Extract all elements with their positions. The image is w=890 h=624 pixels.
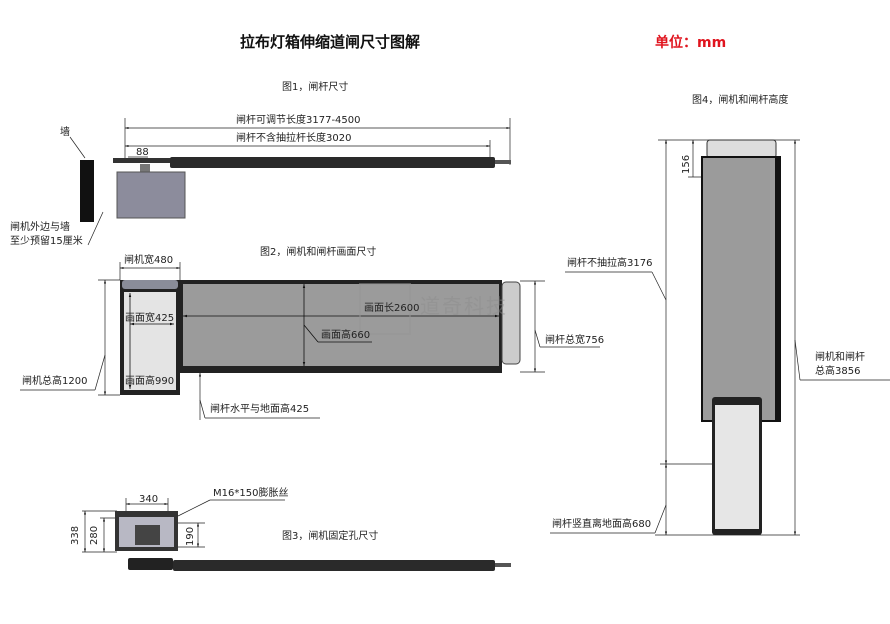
fig3-caption: 图3，闸机固定孔尺寸: [282, 531, 379, 542]
pole: [170, 157, 495, 168]
fig1-clearance-2: 至少预留15厘米: [10, 236, 83, 247]
brush-end: [501, 281, 521, 365]
fig4-total-2: 总高3856: [815, 366, 861, 377]
fig2-screen-height: 画面高990: [125, 376, 175, 387]
watermark: 道奇科技: [420, 294, 508, 318]
pole-tip: [495, 160, 511, 164]
fig1-caption: 图1，闸杆尺寸: [282, 82, 349, 93]
fig4-brush: [706, 139, 777, 159]
wall: [80, 160, 94, 222]
unit-label: 单位：mm: [655, 35, 727, 51]
fig2-cabinet-height: 闸机总高1200: [22, 376, 88, 387]
page-title: 拉布灯箱伸缩道闸尺寸图解: [240, 33, 421, 51]
fig1-clearance-1: 闸机外边与墙: [10, 222, 70, 233]
fig2-cabinet-width: 闸机宽480: [124, 255, 174, 266]
pole-bracket: [113, 158, 171, 163]
fig3-bolt: M16*150膨胀丝: [213, 488, 289, 499]
fig2-caption: 图2，闸机和闸杆画面尺寸: [260, 247, 377, 258]
fig3-dimensions: [82, 498, 285, 553]
fig4-top: 156: [681, 154, 692, 174]
fig2-pole-total-width: 闸杆总宽756: [545, 335, 605, 346]
fig3-width: 340: [139, 494, 159, 505]
fig4-caption: 图4，闸机和闸杆高度: [692, 95, 789, 106]
cabinet-top-view: [116, 171, 186, 219]
fig4-dimensions: [550, 139, 890, 536]
fig2-panel-height: 画面高660: [321, 330, 371, 341]
fig4-total-1: 闸机和闸杆: [815, 352, 865, 363]
fig1-adjustable-length: 闸杆可调节长度3177-4500: [236, 115, 361, 126]
fig2-screen-width: 画面宽425: [125, 313, 175, 324]
fig3-h338: 338: [70, 525, 81, 545]
fig2-panel-length: 画面长2600: [364, 303, 420, 314]
fig3-h190: 190: [185, 526, 196, 546]
fig1-wall-label: 墙: [60, 127, 70, 138]
fig3-h280: 280: [89, 525, 100, 545]
fig2-dimensions: [20, 262, 600, 420]
fig4-vertical-ground: 闸杆竖直离地面高680: [552, 519, 652, 530]
fig4-pole-height: 闸杆不抽拉高3176: [567, 258, 653, 269]
fig2-pole-ground-height: 闸杆水平与地面高425: [210, 404, 310, 415]
fig1-drawing: [69, 118, 511, 246]
fig1-offset: 88: [136, 147, 149, 158]
pole-fig3: [173, 560, 495, 571]
fig1-fixed-length: 闸杆不含抽拉杆长度3020: [236, 133, 352, 144]
